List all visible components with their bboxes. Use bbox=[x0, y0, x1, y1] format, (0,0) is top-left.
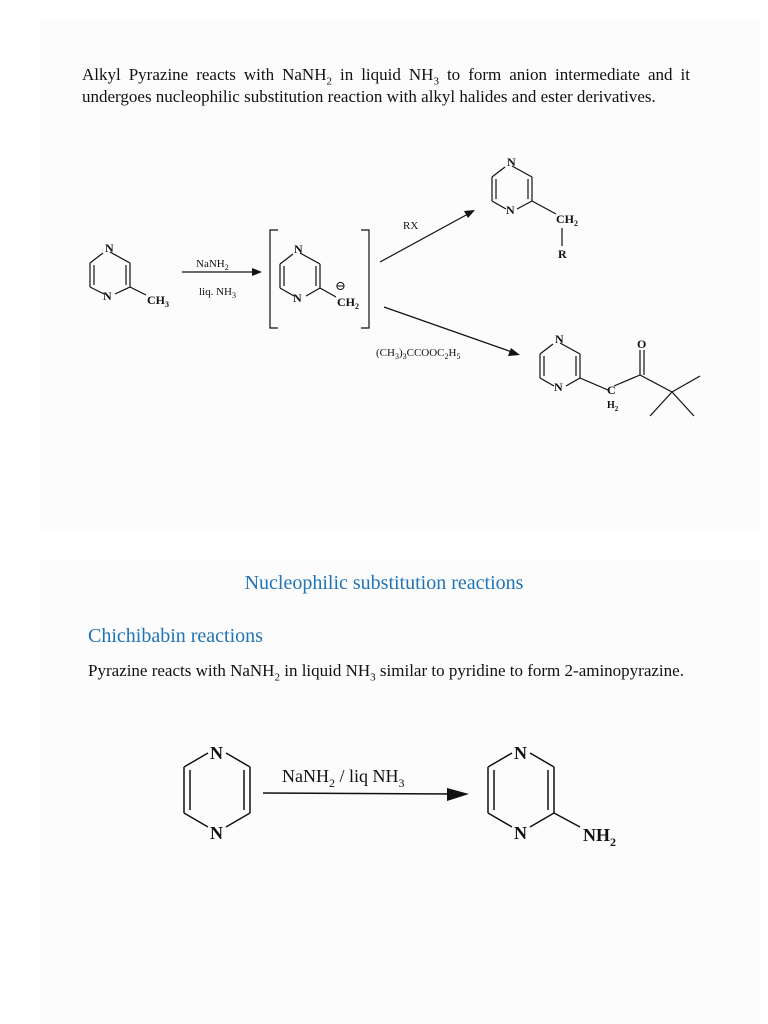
n-label: N bbox=[514, 823, 527, 843]
alkylpyrazine-product-structure bbox=[491, 165, 563, 246]
n-label: N bbox=[294, 242, 303, 256]
pyrazine-anion-structure bbox=[279, 252, 337, 298]
h2-label: H2 bbox=[607, 400, 619, 413]
aminopyrazine-structure bbox=[487, 752, 581, 828]
n-label: N bbox=[103, 289, 112, 303]
o-label: O bbox=[637, 337, 646, 351]
ch3-label: CH3 bbox=[147, 293, 169, 309]
section-subtitle: Chichibabin reactions bbox=[88, 625, 263, 647]
n-label: N bbox=[506, 203, 515, 217]
methylpyrazine-structure bbox=[89, 251, 147, 296]
reagent-label: (CH3)3CCOOC2H5 bbox=[376, 347, 460, 361]
alkylpyrazine-reaction-scheme: N N CH3 N N ⊖ CH2 N N CH2 R N N O C H2 N… bbox=[89, 155, 701, 417]
reagent-label: NaNH2 / liq NH3 bbox=[282, 766, 405, 790]
reagent-label: RX bbox=[403, 220, 418, 232]
n-label: N bbox=[514, 743, 527, 763]
bracket-right bbox=[361, 229, 370, 329]
n-label: N bbox=[507, 155, 516, 169]
n-label: N bbox=[105, 241, 114, 255]
n-label: N bbox=[554, 380, 563, 394]
reagent-label: NaNH2 bbox=[196, 258, 229, 272]
reagent-label: liq. NH3 bbox=[199, 286, 236, 300]
c-label: C bbox=[607, 383, 616, 397]
negative-charge: ⊖ bbox=[335, 278, 346, 293]
bottom-panel bbox=[40, 560, 760, 1024]
ketone-product-structure bbox=[539, 342, 701, 417]
n-label: N bbox=[293, 291, 302, 305]
chichibabin-reaction-scheme: N N N N NH2 NaNH2 / liq NH3 bbox=[183, 743, 616, 849]
chichibabin-paragraph: Pyrazine reacts with NaNH2 in liquid NH3… bbox=[88, 661, 684, 684]
r-label: R bbox=[558, 247, 567, 261]
intro-paragraph: Alkyl Pyrazine reacts with NaNH2 in liqu… bbox=[82, 65, 690, 106]
ch2-label: CH2 bbox=[337, 295, 359, 311]
ch2-label: CH2 bbox=[556, 212, 578, 228]
section-title: Nucleophilic substitution reactions bbox=[244, 572, 524, 594]
bracket-left bbox=[269, 229, 278, 329]
n-label: N bbox=[555, 332, 564, 346]
nh2-label: NH2 bbox=[583, 825, 616, 849]
top-panel bbox=[40, 20, 760, 530]
reaction-arrow bbox=[262, 792, 456, 795]
n-label: N bbox=[210, 743, 223, 763]
pyrazine-structure bbox=[183, 752, 251, 828]
n-label: N bbox=[210, 823, 223, 843]
